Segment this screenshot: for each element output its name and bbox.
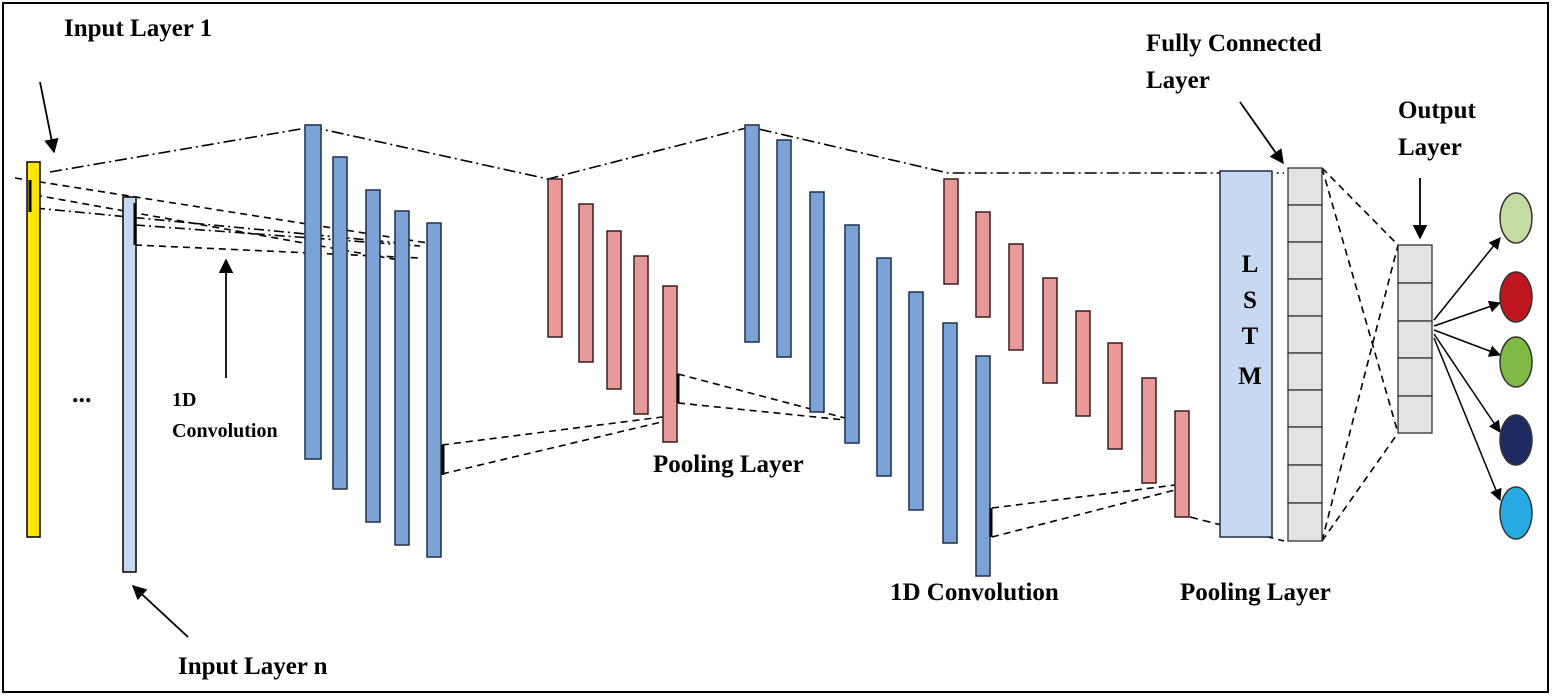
output-label-line2: Layer: [1398, 134, 1462, 161]
conv-block-1: [304, 124, 442, 558]
conv2-label: 1D Convolution: [890, 579, 1059, 606]
pool-feature-map: [1042, 277, 1058, 384]
pool-feature-map: [1141, 377, 1157, 484]
lstm-letter: M: [1238, 363, 1262, 390]
output-label-line1: Output: [1398, 97, 1476, 124]
output-cell: [1397, 282, 1433, 322]
input-layer-n-arrow: [131, 585, 189, 638]
input-layer-n-label: Input Layer n: [178, 653, 328, 680]
output-node: [1499, 336, 1533, 388]
pooling-2-label: Pooling Layer: [1180, 579, 1331, 606]
conv-feature-map: [908, 291, 924, 511]
fc-cell: [1287, 426, 1323, 466]
output-node: [1499, 414, 1533, 466]
ellipsis-label: ...: [72, 379, 92, 408]
output-cell: [1397, 320, 1433, 359]
output-cell: [1397, 244, 1433, 284]
fc-label-line2: Layer: [1146, 67, 1210, 94]
fc-to-output-line-2: [1321, 167, 1399, 434]
output-nodes: [1499, 192, 1533, 540]
conv-feature-map: [975, 355, 991, 577]
pool-feature-map: [1008, 243, 1024, 351]
pool-feature-map: [578, 203, 594, 363]
lstm-block: [1219, 170, 1273, 538]
input-to-conv-line-3: [34, 207, 411, 245]
input-to-conv-line-4: [134, 224, 421, 247]
fc-label-line1: Fully Connected: [1146, 30, 1322, 57]
conv-feature-map: [365, 189, 381, 523]
lstm-letter: T: [1242, 323, 1259, 350]
conv-block-2: [744, 124, 991, 577]
input-layer-n-bar: [122, 196, 137, 573]
pool-feature-map: [606, 230, 622, 390]
output-arrow: [1433, 237, 1501, 321]
conv-feature-map: [942, 322, 958, 544]
pooling-block-2: [943, 178, 1190, 518]
conv2-to-pool2-line-2: [991, 489, 1176, 538]
output-arrow: [1433, 329, 1502, 357]
fc-cell: [1287, 389, 1323, 428]
pool1-to-conv2-line-2: [677, 402, 846, 421]
pool-feature-map: [633, 255, 649, 415]
pool-feature-map: [1075, 310, 1091, 417]
conv1-to-pool1-line-1: [441, 415, 671, 446]
output-arrow: [1433, 337, 1502, 502]
output-arrows: [1433, 237, 1502, 502]
pool-feature-map: [1107, 342, 1123, 450]
fully-connected-layer: [1287, 167, 1323, 542]
pool-feature-map: [547, 178, 563, 338]
conv1-label-line2: Convolution: [172, 420, 278, 442]
pooling-block-1: [547, 178, 678, 443]
conv-feature-map: [304, 124, 322, 460]
input-layer-1-bar: [26, 161, 41, 538]
pooling-1-label: Pooling Layer: [653, 451, 804, 478]
fc-cell: [1287, 204, 1323, 243]
input-layer-1-label: Input Layer 1: [64, 15, 212, 42]
output-node: [1499, 192, 1533, 244]
fc-cell: [1287, 464, 1323, 504]
conv2-to-pool2-line-1: [991, 484, 1176, 509]
output-node: [1499, 486, 1533, 540]
conv-feature-map: [394, 210, 410, 546]
conv-feature-map: [332, 156, 348, 490]
fully-connected-arrow: [1239, 101, 1284, 165]
lstm-letter: S: [1243, 287, 1257, 314]
conv-feature-map: [876, 257, 892, 477]
pool-feature-map: [1174, 410, 1190, 518]
lstm-letter: L: [1242, 251, 1259, 278]
output-layer: [1397, 244, 1433, 434]
conv-feature-map: [426, 222, 442, 558]
pool-feature-map: [662, 285, 678, 443]
fc-cell: [1287, 167, 1323, 206]
top-envelope-line: [49, 126, 1284, 180]
annotation-arrows: [39, 81, 1428, 638]
output-arrow: [1433, 333, 1501, 433]
conv-feature-map: [809, 191, 825, 413]
output-cell: [1397, 395, 1433, 434]
output-node: [1499, 271, 1533, 323]
conv1-label-line1: 1D: [172, 389, 196, 411]
output-arrow: [1433, 300, 1502, 327]
fc-cell: [1287, 315, 1323, 354]
conv-feature-map: [776, 139, 792, 358]
input-to-conv-line-1: [14, 177, 435, 245]
conv1-to-pool1-line-2: [441, 419, 671, 475]
fc-cell: [1287, 502, 1323, 542]
fc-cell: [1287, 241, 1323, 280]
pool-feature-map: [975, 211, 991, 318]
fc-cell: [1287, 278, 1323, 317]
input-layer-1-arrow: [39, 81, 59, 154]
fc-to-output-line-3: [1321, 244, 1399, 542]
output-cell: [1397, 357, 1433, 397]
pool-feature-map: [943, 178, 959, 285]
pool1-to-conv2-line-1: [677, 373, 846, 419]
fc-to-output-line-4: [1321, 432, 1399, 542]
fc-cell: [1287, 352, 1323, 391]
conv-feature-map: [744, 124, 760, 343]
conv-feature-map: [844, 224, 860, 444]
fc-to-output-line-1: [1321, 167, 1399, 246]
